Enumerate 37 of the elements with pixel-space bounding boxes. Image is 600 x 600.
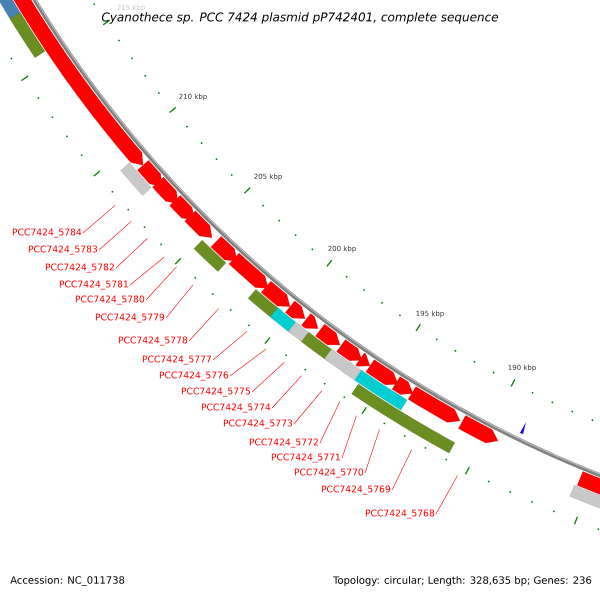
gene-label: PCC7424_5775 bbox=[182, 388, 250, 396]
gene-label: PCC7424_5771 bbox=[272, 454, 340, 462]
gene-label: PCC7424_5774 bbox=[202, 404, 270, 412]
gene-label: PCC7424_5781 bbox=[60, 280, 128, 290]
gene-label: PCC7424_5783 bbox=[28, 246, 98, 254]
gene-label: PCC7424_5770 bbox=[294, 468, 364, 478]
leader-line bbox=[364, 429, 380, 474]
leader-line bbox=[188, 308, 219, 342]
gene-label: PCC7424_5784 bbox=[12, 228, 82, 238]
gene-label: PCC7424_5768 bbox=[366, 510, 434, 518]
leader-line bbox=[146, 266, 177, 300]
leader-line bbox=[98, 221, 132, 250]
gene-label: PCC7424_5776 bbox=[160, 372, 228, 380]
leader-line bbox=[212, 330, 248, 360]
leader-line bbox=[252, 362, 285, 392]
gene-label: PCC7424_5773 bbox=[224, 420, 292, 428]
leader-line bbox=[230, 348, 266, 376]
leader-line bbox=[272, 375, 302, 408]
leader-line bbox=[166, 284, 194, 318]
title: Cyanothece sp. PCC 7424 plasmid pP742401, complete sequence bbox=[102, 12, 498, 24]
leader-line bbox=[294, 390, 322, 424]
leader-line bbox=[82, 205, 116, 234]
gene-label: PCC7424_5779 bbox=[96, 314, 164, 322]
footer-text: Accession: NC_011738 bbox=[10, 576, 124, 586]
gene-label: PCC7424_5769 bbox=[322, 486, 390, 494]
gene-label: PCC7424_5782 bbox=[46, 264, 114, 272]
leader-line bbox=[130, 256, 164, 286]
footer-text: Topology: circular; Length: 328,635 bp; Genes: 236 bbox=[333, 576, 592, 586]
gene-label: PCC7424_5780 bbox=[76, 296, 144, 304]
leader-line bbox=[320, 401, 340, 444]
gene-label: PCC7424_5777 bbox=[142, 356, 211, 364]
leader-line bbox=[116, 238, 148, 268]
leader-line bbox=[342, 415, 357, 458]
leader-line bbox=[392, 449, 412, 490]
leader-line bbox=[436, 475, 458, 514]
gene-label: PCC7424_5772 bbox=[250, 438, 318, 448]
gene-label: PCC7424_5778 bbox=[118, 336, 188, 346]
